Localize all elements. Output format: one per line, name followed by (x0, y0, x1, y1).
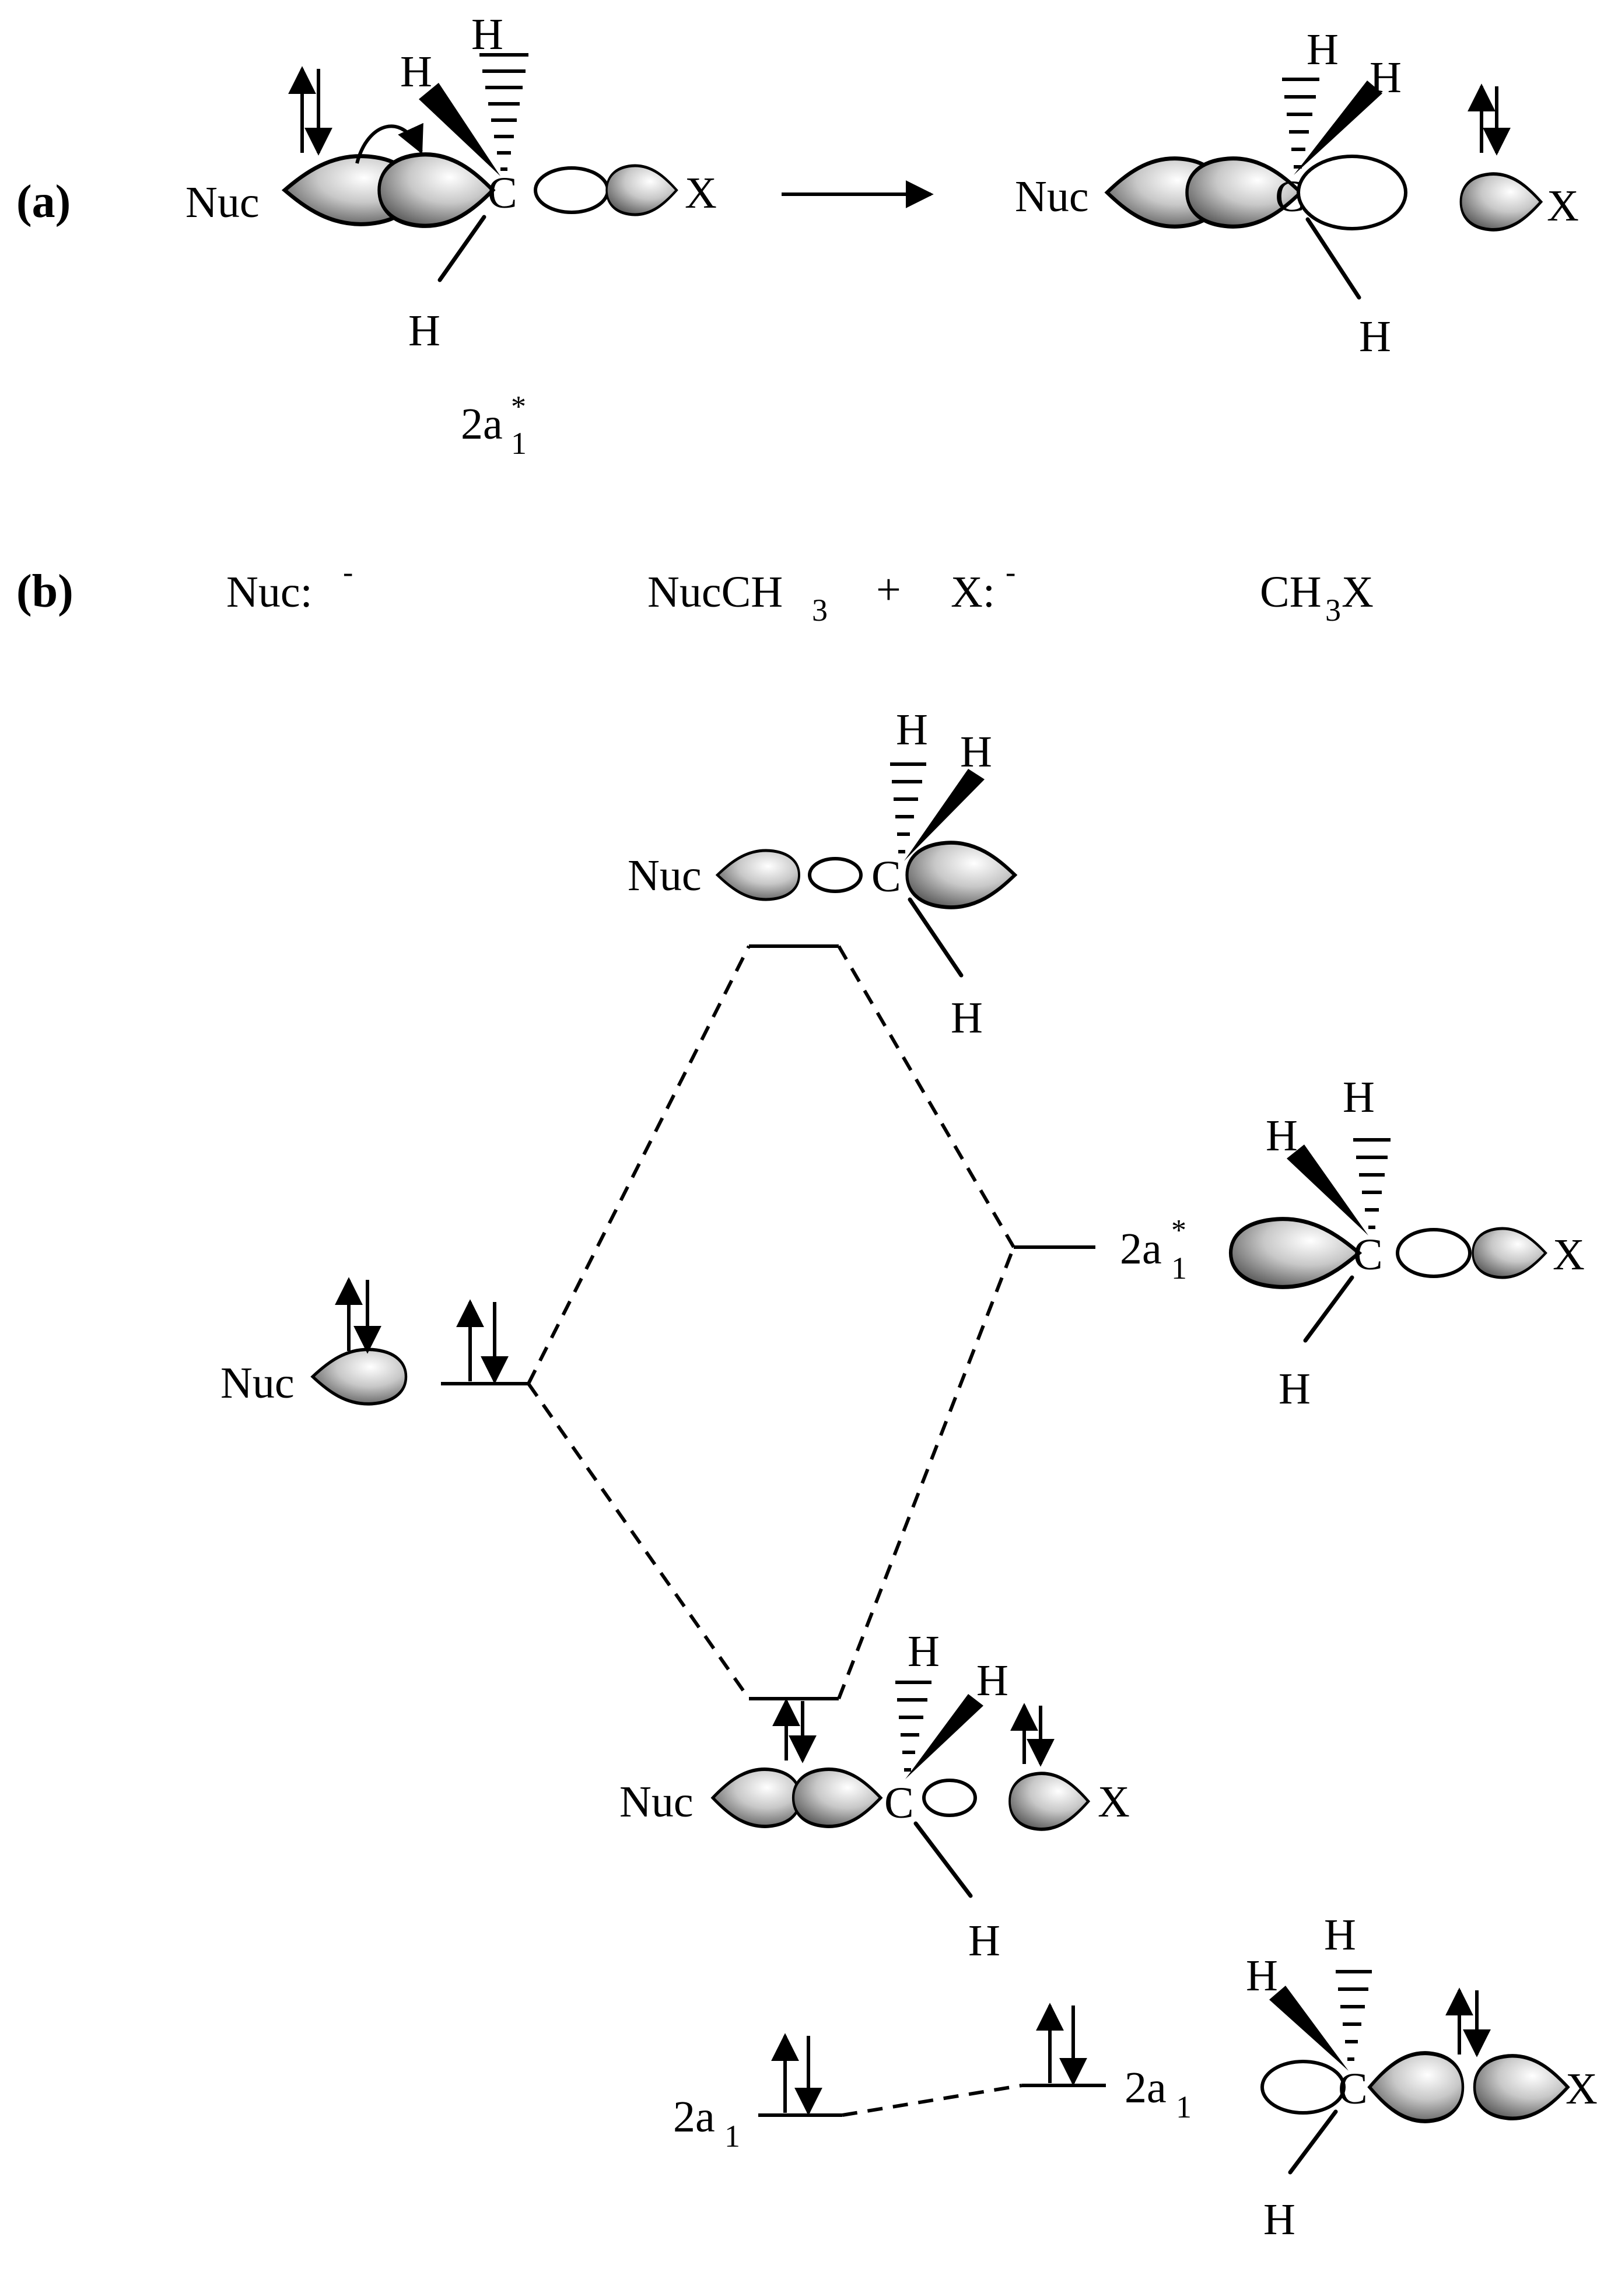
mo-nuc-lone-pair: Nuc (220, 1277, 406, 1408)
svg-text:H: H (1279, 1364, 1311, 1413)
plain-bond (437, 215, 486, 282)
panel-a-product: Nuc C X H H (1015, 25, 1579, 361)
panel-b: (b) Nuc: - NucCH 3 + X: - CH 3 X (16, 556, 1598, 2244)
column-header-products: NucCH 3 + X: - (647, 556, 1015, 628)
mo-nuc-c-bonding: Nuc C H H H X (619, 1627, 1130, 1965)
svg-text:H: H (1324, 1910, 1356, 1959)
atom-h: H (1359, 312, 1391, 361)
x-lone-pair-lobe (1461, 83, 1542, 230)
svg-text:X:: X: (951, 568, 995, 617)
panel-a: (a) Nuc C X (16, 10, 1579, 461)
electron-pair-arrows (288, 66, 332, 156)
svg-text:1: 1 (724, 2119, 740, 2154)
svg-text:Nuc: Nuc (619, 1777, 694, 1826)
svg-text:H: H (1263, 2195, 1295, 2244)
panel-b-label: (b) (16, 566, 73, 617)
svg-text:H: H (951, 993, 983, 1042)
svg-text:C: C (884, 1779, 914, 1828)
c-x-antibonding-back-lobe (379, 155, 493, 226)
atom-nuc: Nuc (1015, 172, 1089, 221)
label-2a1-right: 2a 1 (1125, 2063, 1192, 2124)
svg-text:H: H (908, 1627, 940, 1676)
correlation-lines (527, 945, 1022, 2117)
c-back-lobe (1297, 155, 1407, 230)
svg-text:1: 1 (511, 426, 527, 461)
svg-text:2a: 2a (1120, 1224, 1162, 1273)
atom-h: H (408, 306, 440, 355)
electron-pair-2a1-right (1036, 2003, 1087, 2086)
svg-text:X: X (1098, 1777, 1130, 1826)
orbital-label-2a1-star: 2a 1 * (461, 390, 527, 461)
svg-text:H: H (960, 727, 992, 776)
atom-h: H (1307, 25, 1339, 74)
atom-c: C (488, 169, 517, 218)
atom-h: H (400, 47, 432, 96)
svg-text:H: H (1246, 1951, 1278, 2000)
hashed-bond (1282, 78, 1319, 169)
svg-text:+: + (876, 565, 901, 614)
atom-h: H (1370, 53, 1402, 102)
atom-x: X (685, 169, 717, 218)
atom-h: H (471, 10, 503, 59)
hashed-bond (479, 53, 528, 171)
svg-text:H: H (1343, 1073, 1375, 1122)
atom-nuc: Nuc (185, 178, 260, 227)
svg-text:*: * (1171, 1214, 1186, 1247)
svg-text:3: 3 (1325, 593, 1341, 628)
mo-nuc-c-antibonding: Nuc C H H H (628, 705, 1015, 1042)
svg-text:Nuc: Nuc (628, 851, 702, 900)
svg-text:Nuc: Nuc (220, 1359, 295, 1408)
svg-text:2a: 2a (673, 2092, 715, 2141)
panel-a-label: (a) (16, 176, 71, 228)
svg-text:Nuc:: Nuc: (226, 568, 313, 617)
mo-ch3x-2a1: C X H H H (1246, 1910, 1598, 2244)
svg-text:*: * (511, 390, 526, 424)
c-x-small-lobes (534, 166, 677, 215)
svg-text:2a: 2a (461, 400, 503, 449)
svg-text:H: H (976, 1656, 1008, 1705)
svg-text:-: - (343, 556, 353, 589)
svg-text:H: H (896, 705, 928, 754)
electron-pair-2a1-left (771, 2033, 822, 2116)
svg-text:NucCH: NucCH (647, 568, 783, 617)
label-2a1-star: 2a 1 * (1120, 1214, 1187, 1286)
label-2a1-left: 2a 1 (673, 2092, 740, 2154)
svg-text:C: C (871, 852, 901, 901)
wedge-bond (419, 83, 500, 176)
energy-levels (441, 944, 1106, 2117)
panel-a-reactant: Nuc C X (185, 10, 717, 461)
svg-text:CH: CH (1260, 568, 1322, 617)
svg-text:1: 1 (1171, 1251, 1187, 1286)
atom-x: X (1547, 181, 1579, 230)
svg-text:2a: 2a (1125, 2063, 1167, 2112)
plain-bond (1305, 217, 1361, 300)
svg-text:X: X (1553, 1230, 1585, 1279)
svg-text:C: C (1338, 2064, 1368, 2113)
svg-text:C: C (1353, 1230, 1383, 1279)
wedge-bond (1294, 80, 1382, 175)
column-header-substrate: CH 3 X (1260, 568, 1374, 628)
column-header-nuc-anion: Nuc: - (226, 556, 353, 617)
svg-text:H: H (1266, 1111, 1298, 1160)
svg-text:1: 1 (1176, 2090, 1192, 2124)
svg-text:-: - (1006, 556, 1015, 589)
electron-pair-nuc-level (456, 1299, 509, 1384)
svg-text:X: X (1342, 568, 1374, 617)
svg-text:X: X (1566, 2064, 1598, 2113)
mo-ch3x-2a1-star: C X H H H (1231, 1073, 1585, 1413)
svg-text:H: H (968, 1916, 1000, 1965)
curved-attack-arrow (355, 123, 423, 164)
nuc-c-bonding-lobes (1107, 159, 1301, 227)
svg-text:3: 3 (812, 593, 828, 628)
